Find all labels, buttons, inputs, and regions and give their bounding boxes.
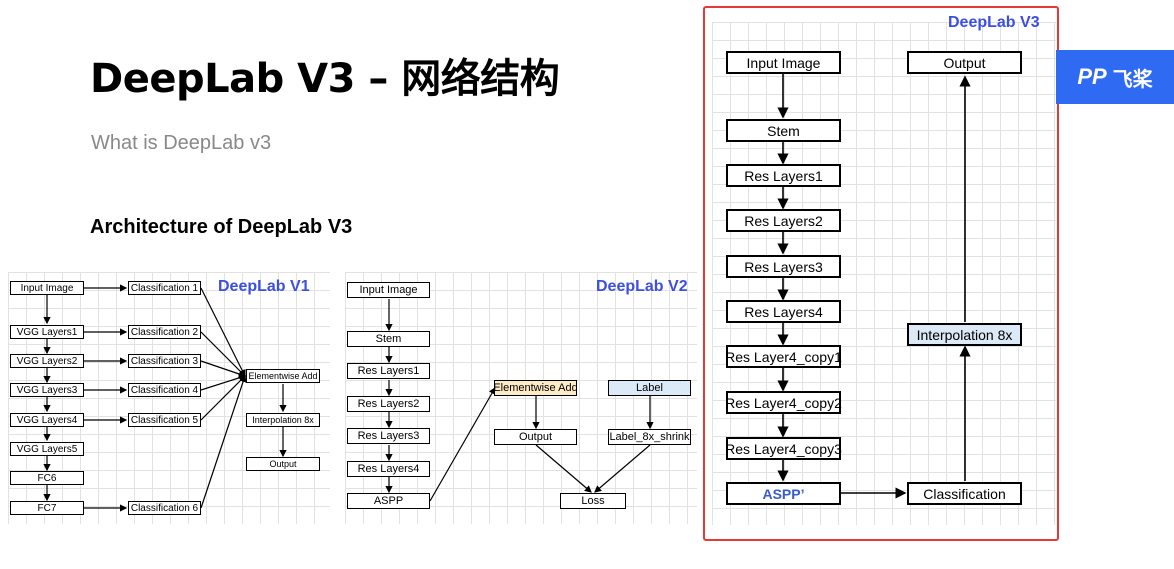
v3-res-layer4-copy2: Res Layer4_copy2 [725,391,842,414]
v3-input-image: Input Image [726,51,841,74]
v2-res-layers4: Res Layers4 [347,461,430,477]
v3-output: Output [907,51,1022,74]
v1-interpolation-8x: Interpolation 8x [246,413,320,427]
v1-classification-4: Classification 4 [128,383,201,397]
v2-stem: Stem [347,331,430,347]
slide-subtitle: What is DeepLab v3 [91,132,272,154]
v2-input-image: Input Image [347,282,430,298]
v3-highlight-frame [703,6,1059,541]
v2-elementwise-add: Elementwise Add [493,380,578,396]
v2-connectors [385,299,654,502]
slide-title: DeepLab V3 – 网络结构 [90,56,560,102]
v1-elementwise-add: Elementwise Add [246,369,320,383]
v3-label: DeepLab V3 [948,14,1040,31]
v2-output: Output [494,429,577,445]
section-heading: Architecture of DeepLab V3 [90,216,353,238]
v1-classification-3: Classification 3 [128,354,201,368]
v1-input-image: Input Image [10,281,84,295]
v3-res-layers4: Res Layers4 [726,300,841,323]
deeplab-v2-diagram: Input Image Stem Res Layers1 Res Layers2… [345,272,697,524]
v3-connectors [777,74,971,499]
v1-classification-1: Classification 1 [128,281,201,295]
v1-connectors [43,284,287,512]
paddlepaddle-logo: PP 飞桨 [1056,50,1174,104]
v1-fc7: FC7 [10,501,84,515]
deeplab-v3-diagram: Input Image Stem Res Layers1 Res Layers2… [712,14,1056,525]
v3-res-layers2: Res Layers2 [726,209,841,232]
v2-label-box: Label [608,380,691,396]
v1-label: DeepLab V1 [218,278,310,295]
v1-vgg-layers2: VGG Layers2 [10,354,84,368]
deeplab-v1-diagram: Input Image VGG Layers1 VGG Layers2 VGG … [8,272,330,524]
v1-vgg-layers4: VGG Layers4 [10,413,84,427]
v3-classification: Classification [907,482,1022,505]
v1-classification-5: Classification 5 [128,413,201,427]
v3-interpolation-8x: Interpolation 8x [907,323,1022,346]
logo-text: 飞桨 [1112,66,1153,91]
logo-mark: PP [1077,64,1107,89]
v1-output: Output [246,457,320,471]
v1-vgg-layers5: VGG Layers5 [10,442,84,456]
v2-res-layers3: Res Layers3 [347,428,430,444]
v3-res-layer4-copy3: Res Layer4_copy3 [725,437,842,460]
v3-res-layers3: Res Layers3 [726,255,841,278]
v2-res-layers2: Res Layers2 [347,396,430,412]
v2-aspp: ASPP [347,493,430,509]
v2-label: DeepLab V2 [596,278,688,295]
v3-stem: Stem [726,119,841,142]
v3-aspp-prime: ASPP’ [726,482,841,505]
v2-label-8x-shrink: Label_8x_shrink [608,429,691,445]
v2-loss: Loss [560,493,626,509]
v1-classification-2: Classification 2 [128,325,201,339]
v3-res-layer4-copy1: Res Layer4_copy1 [725,345,842,368]
v3-res-layers1: Res Layers1 [726,164,841,187]
v1-vgg-layers3: VGG Layers3 [10,383,84,397]
v1-fc6: FC6 [10,471,84,485]
v1-classification-6: Classification 6 [128,501,201,515]
v1-vgg-layers1: VGG Layers1 [10,325,84,339]
v2-res-layers1: Res Layers1 [347,363,430,379]
